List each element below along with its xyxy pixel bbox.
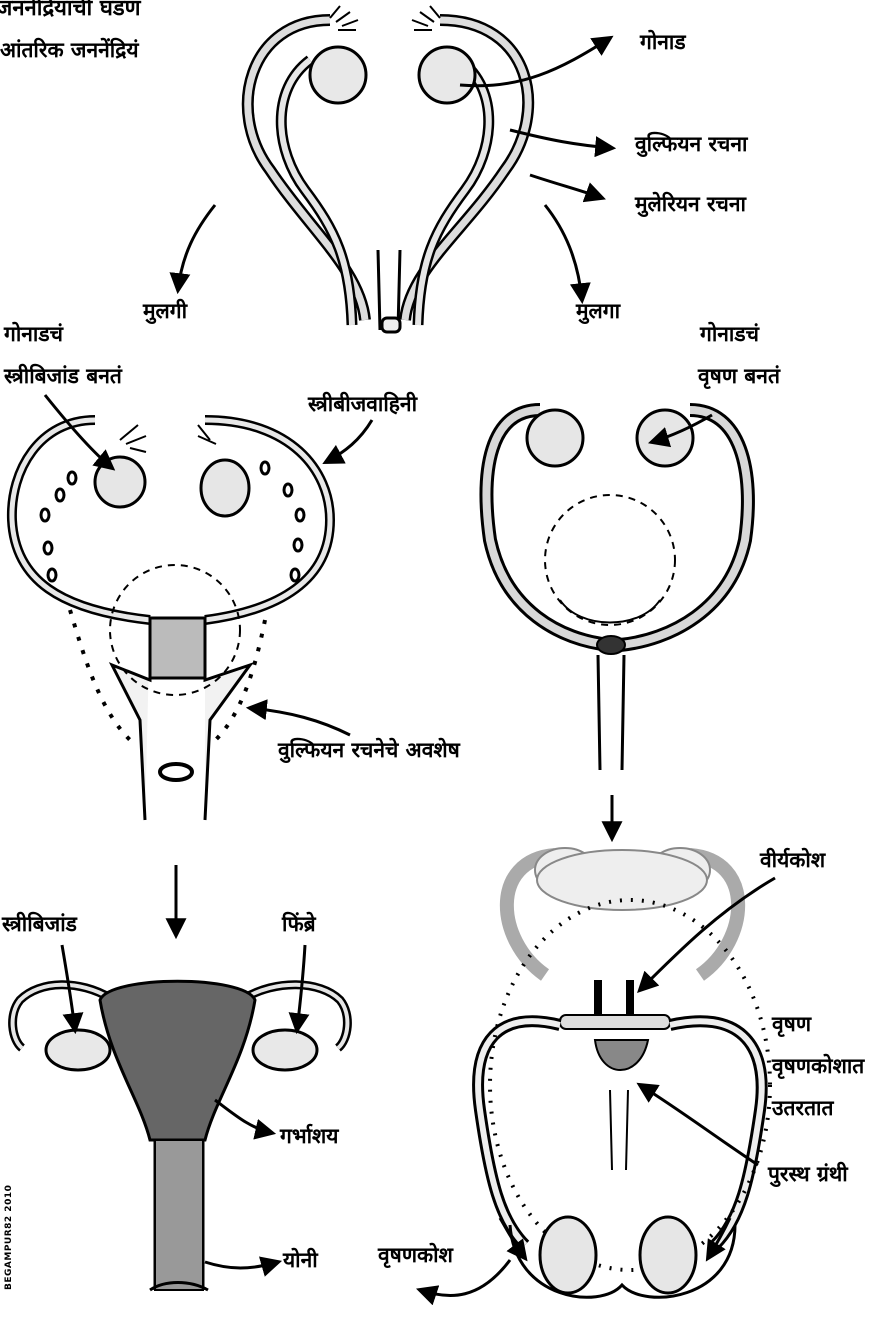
page-title: जननेंद्रियांची घडण xyxy=(0,0,141,21)
label-testes-descend-2: वृषणकोशात xyxy=(772,1054,864,1078)
label-uterus: गर्भाशय xyxy=(280,1124,339,1148)
label-prostate: पुरस्थ ग्रंथी xyxy=(768,1162,848,1186)
label-scrotum: वृषणकोश xyxy=(378,1243,453,1267)
top-arrows xyxy=(178,38,612,300)
label-testis-forms: वृषण बनतं xyxy=(698,364,780,388)
label-testes-descend-3: उतरतात xyxy=(772,1096,833,1120)
male-stage1-diagram xyxy=(487,410,748,770)
label-fallopian-tube: स्त्रीबीजवाहिनी xyxy=(308,392,417,416)
label-female-gonad-heading: गोनाडचं xyxy=(4,322,63,346)
label-ovary: स्त्रीबिजांड xyxy=(2,912,77,936)
watermark-text: BEGAMPUR82 2010 xyxy=(4,1185,14,1290)
label-mullerian: मुलेरियन रचना xyxy=(635,192,746,216)
male-stage1-arrows xyxy=(612,415,712,838)
label-gonad: गोनाड xyxy=(640,30,686,54)
label-wolffian: वुल्फियन रचना xyxy=(635,132,747,156)
label-girl: मुलगी xyxy=(143,299,187,323)
label-boy: मुलगा xyxy=(576,299,620,323)
label-wolffian-remnants: वुल्फियन रचनेचे अवशेष xyxy=(278,738,460,762)
label-male-gonad-heading: गोनाडचं xyxy=(700,322,759,346)
label-vagina: योनी xyxy=(283,1248,318,1272)
label-seminal-vesicle: वीर्यकोश xyxy=(760,848,825,872)
male-stage2-diagram xyxy=(478,848,770,1297)
indifferent-stage-diagram xyxy=(248,6,528,332)
label-testes-descend-1: वृषण xyxy=(772,1012,811,1036)
page-subtitle: आंतरिक जननेंद्रियं xyxy=(0,38,139,62)
label-ovary-forms: स्त्रीबिजांड बनतं xyxy=(4,364,122,388)
label-fimbriae: फिंब्रे xyxy=(282,912,316,936)
